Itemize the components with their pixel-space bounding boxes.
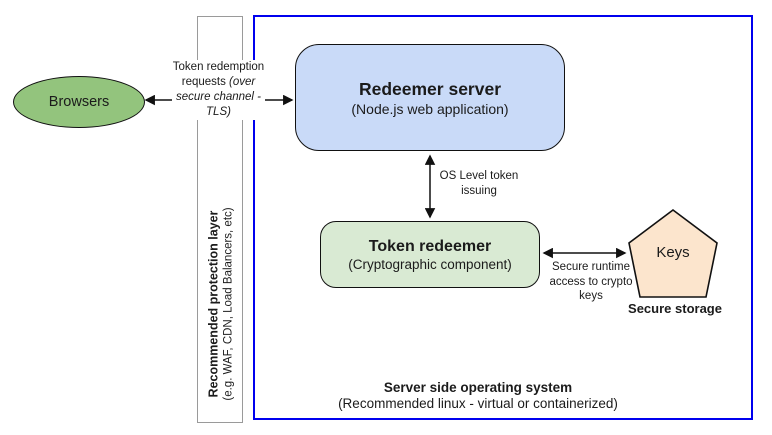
token-redeemer-node: Token redeemer (Cryptographic component) xyxy=(320,221,540,288)
keys-label: Keys xyxy=(656,244,690,261)
secure-storage-caption: Secure storage xyxy=(628,301,722,316)
redeemer-server-title: Redeemer server xyxy=(358,78,502,99)
secure-runtime-edge-label: Secure runtime access to crypto keys xyxy=(549,261,633,302)
browsers-node: Browsers xyxy=(13,76,145,128)
token-redeemer-title: Token redeemer xyxy=(368,237,492,255)
redeemer-server-node: Redeemer server (Node.js web application… xyxy=(295,44,565,151)
keys-pentagon-icon xyxy=(628,209,718,298)
server-os-container xyxy=(253,15,753,420)
os-level-edge-label: OS Level token issuing xyxy=(439,170,519,197)
server-os-caption: Server side operating system (Recommende… xyxy=(248,380,708,412)
redeemer-server-subtitle: (Node.js web application) xyxy=(351,100,509,117)
token-redemption-label-plain: Token redemption requests xyxy=(172,61,265,88)
server-os-subtitle: (Recommended linux - virtual or containe… xyxy=(338,396,618,411)
token-redemption-edge-label: Token redemption requests (over secure c… xyxy=(172,60,265,120)
browsers-label: Browsers xyxy=(48,94,110,110)
token-redeemer-subtitle: (Cryptographic component) xyxy=(348,256,512,272)
protection-layer-subtitle: (e.g. WAF, CDN, Load Balancers, etc) xyxy=(222,207,234,401)
protection-layer-title: Recommended protection layer xyxy=(206,210,220,398)
server-os-title: Server side operating system xyxy=(383,380,573,395)
protection-layer-label: Recommended protection layer (e.g. WAF, … xyxy=(201,184,241,425)
